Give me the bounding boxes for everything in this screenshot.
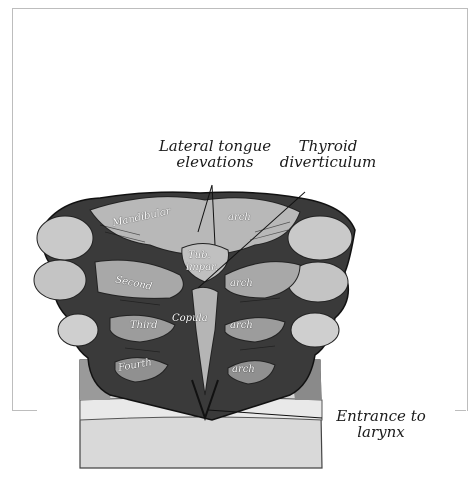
third-label: Third xyxy=(130,320,158,331)
arch-bulge-left-2 xyxy=(34,260,86,300)
arch-bulge-right-1 xyxy=(288,216,352,260)
arch-label-4: arch xyxy=(232,364,255,375)
arch-label-2: arch xyxy=(230,278,253,289)
arch-bulge-left-1 xyxy=(37,216,93,260)
impar-label: impar. xyxy=(186,262,218,273)
arch-bulge-right-3 xyxy=(291,313,339,347)
arch-label-1: arch xyxy=(228,212,251,223)
entrance-label-line2: larynx xyxy=(326,424,436,440)
copula-label: Copula xyxy=(172,313,208,324)
thyroid-label-line2: diverticulum xyxy=(268,154,388,170)
tub-label: Tub. xyxy=(188,250,211,261)
arch-label-3: arch xyxy=(230,320,253,331)
arch-bulge-left-3 xyxy=(58,314,98,346)
thyroid-label-line1: Thyroid xyxy=(268,138,388,154)
thyroid-diverticulum-label: Thyroid diverticulum xyxy=(268,138,388,170)
entrance-label-line1: Entrance to xyxy=(326,408,436,424)
entrance-larynx-label: Entrance to larynx xyxy=(326,408,436,440)
